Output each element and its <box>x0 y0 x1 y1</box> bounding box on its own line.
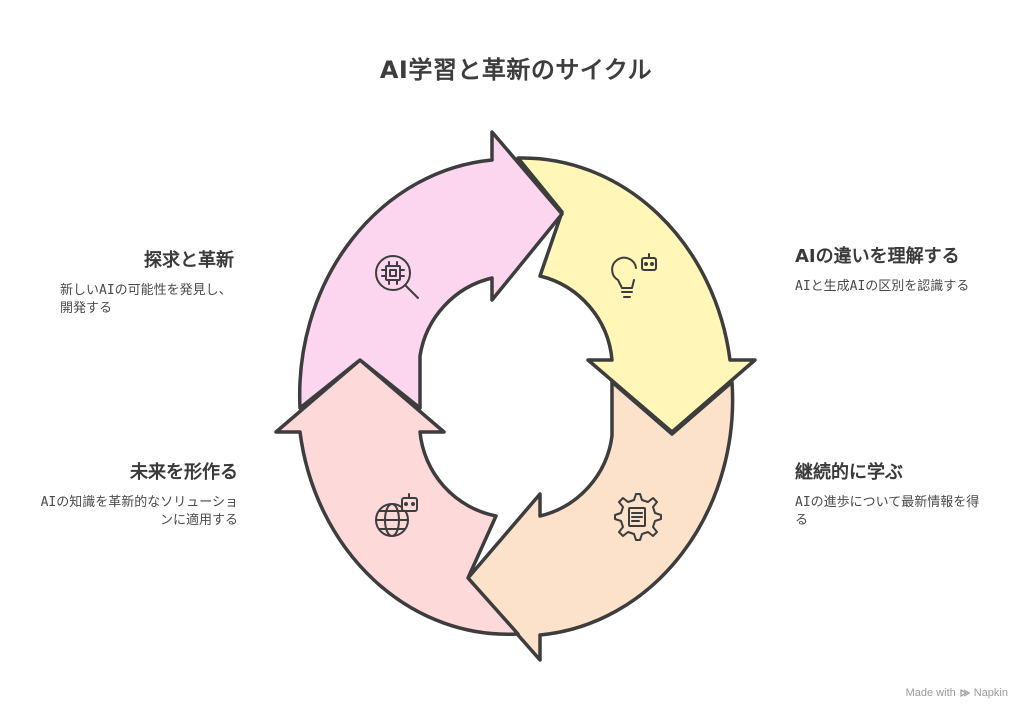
stage-heading: 未来を形作る <box>130 462 238 483</box>
napkin-footer[interactable]: Made with Napkin <box>906 687 1008 699</box>
segment-explore <box>297 130 564 410</box>
globe-robot-icon <box>375 493 418 537</box>
stage-description: AIの進歩について最新情報を得る <box>795 495 980 528</box>
napkin-brand-text: Napkin <box>973 687 1008 699</box>
chip-search-icon <box>375 255 419 299</box>
diagram-title: AI学習と革新のサイクル <box>379 56 653 84</box>
stage-heading: 継続的に学ぶ <box>795 462 903 483</box>
stage-description: AIと生成AIの区別を認識する <box>795 279 970 294</box>
stage-explore-label: 探求と革新 新しいAIの可能性を発見し、開発する <box>48 246 234 318</box>
gear-document-icon <box>614 493 662 541</box>
stage-description: 新しいAIの可能性を発見し、開発する <box>60 283 232 316</box>
stage-heading: AIの違いを理解する <box>795 246 960 267</box>
made-with-text: Made with <box>905 687 956 699</box>
lightbulb-robot-icon <box>611 253 657 298</box>
segment-learn <box>466 380 735 662</box>
stage-understand-label: AIの違いを理解する AIと生成AIの区別を認識する <box>795 242 987 296</box>
stage-learn-label: 継続的に学ぶ AIの進歩について最新情報を得る <box>795 458 987 530</box>
stage-heading: 探求と革新 <box>144 250 234 271</box>
napkin-logo-icon <box>960 688 970 698</box>
segment-shape-future <box>274 358 520 637</box>
segment-understand <box>516 156 757 434</box>
stage-shape-future-label: 未来を形作る AIの知識を革新的なソリューションに適用する <box>40 458 238 530</box>
stage-description: AIの知識を革新的なソリューションに適用する <box>40 495 238 528</box>
